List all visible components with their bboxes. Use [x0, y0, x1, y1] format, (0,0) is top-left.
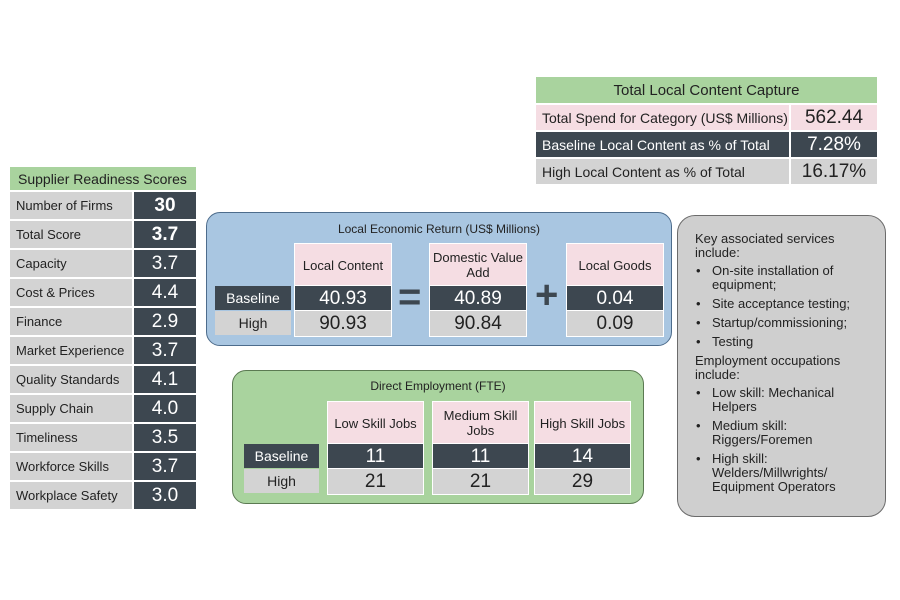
local-economic-return-title: Local Economic Return (US$ Millions): [337, 222, 541, 236]
row-label: Cost & Prices: [10, 279, 134, 306]
row-label: Supply Chain: [10, 395, 134, 422]
low-skill-jobs-header: Low Skill Jobs: [327, 401, 424, 445]
high-skill-baseline-value: 14: [534, 443, 631, 470]
domestic-value-add-high-value: 90.84: [429, 310, 527, 337]
row-value: 3.7: [134, 221, 196, 248]
table-row: High Local Content as % of Total 16.17%: [536, 159, 877, 186]
row-label: Quality Standards: [10, 366, 134, 393]
row-value: 3.7: [134, 453, 196, 480]
plus-sign: +: [535, 273, 559, 317]
high-row-label: High: [244, 469, 319, 493]
row-label: Total Spend for Category (US$ Millions): [536, 105, 791, 130]
high-skill-jobs-header: High Skill Jobs: [534, 401, 631, 445]
table-row: Capacity 3.7: [10, 250, 196, 279]
medium-skill-jobs-header: Medium Skill Jobs: [432, 401, 529, 445]
low-skill-baseline-value: 11: [327, 443, 424, 470]
table-row: Timeliness 3.5: [10, 424, 196, 453]
local-goods-baseline-value: 0.04: [566, 285, 664, 312]
row-label: Baseline Local Content as % of Total: [536, 132, 791, 157]
table-row: Workplace Safety 3.0: [10, 482, 196, 511]
row-value: 4.1: [134, 366, 196, 393]
row-label: Total Score: [10, 221, 134, 248]
table-row: Number of Firms 30: [10, 192, 196, 221]
table-row: Total Score 3.7: [10, 221, 196, 250]
high-row-label: High: [215, 311, 291, 335]
table-row: Workforce Skills 3.7: [10, 453, 196, 482]
row-value: 4.0: [134, 395, 196, 422]
list-item: High skill: Welders/Millwrights/ Equipme…: [695, 452, 875, 494]
row-value: 3.0: [134, 482, 196, 509]
medium-skill-high-value: 21: [432, 468, 529, 495]
row-label: High Local Content as % of Total: [536, 159, 791, 184]
row-label: Capacity: [10, 250, 134, 277]
medium-skill-baseline-value: 11: [432, 443, 529, 470]
supplier-readiness-table: Supplier Readiness Scores Number of Firm…: [10, 167, 196, 511]
row-value: 4.4: [134, 279, 196, 306]
occupations-heading: Employment occupations include:: [695, 353, 841, 382]
row-value: 3.7: [134, 250, 196, 277]
table-row: Market Experience 3.7: [10, 337, 196, 366]
row-label: Workplace Safety: [10, 482, 134, 509]
table-row: Finance 2.9: [10, 308, 196, 337]
table-row: Total Spend for Category (US$ Millions) …: [536, 105, 877, 132]
row-value: 3.5: [134, 424, 196, 451]
domestic-value-add-header: Domestic Value Add: [429, 243, 527, 287]
low-skill-high-value: 21: [327, 468, 424, 495]
table-row: Cost & Prices 4.4: [10, 279, 196, 308]
row-label: Market Experience: [10, 337, 134, 364]
row-value: 562.44: [791, 105, 877, 130]
domestic-value-add-baseline-value: 40.89: [429, 285, 527, 312]
baseline-row-label: Baseline: [215, 286, 291, 310]
list-item: On-site installation of equipment;: [695, 264, 875, 292]
row-value: 2.9: [134, 308, 196, 335]
list-item: Testing: [695, 335, 875, 350]
table-row: Supply Chain 4.0: [10, 395, 196, 424]
list-item: Low skill: Mechanical Helpers: [695, 386, 875, 414]
list-item: Site acceptance testing;: [695, 297, 875, 312]
equals-sign: =: [398, 275, 422, 319]
list-item: Startup/commissioning;: [695, 316, 875, 331]
services-list: On-site installation of equipment; Site …: [695, 264, 875, 350]
row-label: Timeliness: [10, 424, 134, 451]
total-local-content-title: Total Local Content Capture: [536, 77, 877, 105]
key-services-box: Key associated services include: On-site…: [677, 215, 886, 517]
row-label: Finance: [10, 308, 134, 335]
row-value: 30: [134, 192, 196, 219]
row-value: 3.7: [134, 337, 196, 364]
local-goods-header: Local Goods: [566, 243, 664, 287]
local-goods-high-value: 0.09: [566, 310, 664, 337]
direct-employment-panel: Direct Employment (FTE) Baseline High Lo…: [232, 370, 644, 504]
services-heading: Key associated services include:: [695, 231, 835, 260]
high-skill-high-value: 29: [534, 468, 631, 495]
local-content-high-value: 90.93: [294, 310, 392, 337]
supplier-readiness-title: Supplier Readiness Scores: [10, 167, 196, 192]
local-content-header: Local Content: [294, 243, 392, 287]
local-economic-return-panel: Local Economic Return (US$ Millions) Bas…: [206, 212, 672, 346]
table-row: Quality Standards 4.1: [10, 366, 196, 395]
baseline-row-label: Baseline: [244, 444, 319, 468]
list-item: Medium skill: Riggers/Foremen: [695, 419, 875, 447]
direct-employment-title: Direct Employment (FTE): [370, 379, 506, 393]
row-label: Workforce Skills: [10, 453, 134, 480]
occupations-list: Low skill: Mechanical Helpers Medium ski…: [695, 386, 875, 494]
local-content-baseline-value: 40.93: [294, 285, 392, 312]
row-value: 16.17%: [791, 159, 877, 184]
row-label: Number of Firms: [10, 192, 134, 219]
row-value: 7.28%: [791, 132, 877, 157]
table-row: Baseline Local Content as % of Total 7.2…: [536, 132, 877, 159]
total-local-content-table: Total Local Content Capture Total Spend …: [536, 77, 877, 186]
